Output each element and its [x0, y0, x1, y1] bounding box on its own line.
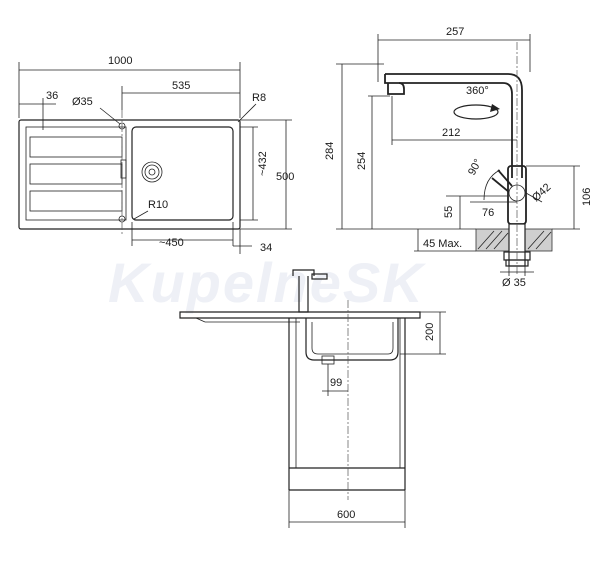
- strainer-ring: [144, 164, 160, 180]
- sink-bowl: [131, 126, 234, 221]
- drainer-groove: [29, 163, 123, 185]
- dim-max-deck-thickness: 45 Max.: [423, 238, 462, 250]
- faucet-lever: [311, 273, 328, 280]
- dim-corner-radius-outer: R8: [252, 92, 266, 104]
- spout-outer: [385, 73, 523, 178]
- dim-overall-width: 1000: [108, 55, 132, 67]
- countertop: [179, 311, 421, 319]
- dim-cabinet-width: 600: [337, 509, 355, 521]
- dim-lever-angle: 90°: [466, 157, 484, 177]
- dim-overall-depth: 500: [276, 171, 294, 183]
- dim-body-diameter: Ø42: [530, 181, 553, 204]
- dim-spout-inner-reach: 212: [442, 127, 460, 139]
- dim-bowl-width: 535: [172, 80, 190, 92]
- rotation-arrow: [453, 104, 499, 120]
- faucet-side-view: 360° 257 212 284 254 90°: [324, 26, 593, 289]
- drainer-groove: [29, 190, 123, 212]
- dim-mount-hole: Ø 35: [502, 277, 526, 289]
- dim-corner-radius-inner: R10: [148, 199, 168, 211]
- sink-bowl-front: [305, 318, 399, 361]
- dim-rotation: 360°: [466, 85, 489, 97]
- dim-bowl-depth: ~432: [257, 151, 269, 176]
- spout-tip: [384, 74, 405, 95]
- sink-top-view: 1000 535 36 Ø35 R8 R10 ~432 500 ~450: [18, 55, 294, 254]
- dim-spout-height: 254: [356, 152, 368, 170]
- cabinet-front-view: 200 99 600: [179, 269, 446, 528]
- overflow-slot: [120, 159, 127, 179]
- strainer-outer: [141, 161, 163, 183]
- dim-edge-offset: 36: [46, 90, 58, 102]
- dim-edge-gap: 34: [260, 242, 272, 254]
- dim-overall-height: 284: [324, 142, 336, 160]
- dim-bowl-height: 200: [424, 323, 436, 341]
- dim-lever-height: 55: [443, 206, 455, 218]
- dim-drain-offset: 99: [330, 377, 342, 389]
- dim-spout-reach: 257: [446, 26, 464, 38]
- dim-lever-offset: 76: [482, 207, 494, 219]
- dim-base-height: 106: [581, 188, 593, 206]
- watermark-text: KupelneSK: [108, 251, 426, 314]
- drainer-area: [25, 126, 127, 221]
- spout-inner: [399, 82, 513, 178]
- drainer-groove: [29, 136, 123, 158]
- sink-outline: [18, 119, 241, 230]
- dim-tap-hole: Ø35: [72, 96, 93, 108]
- dim-bowl-inner-width: ~450: [159, 237, 184, 249]
- strainer-center: [148, 168, 156, 176]
